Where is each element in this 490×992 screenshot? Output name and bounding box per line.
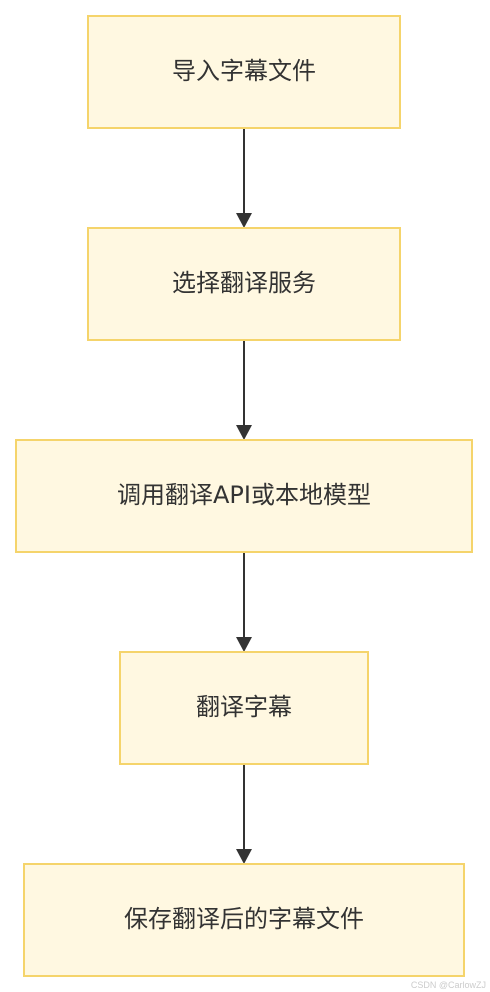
node-translate: 翻译字幕 (119, 651, 369, 765)
node-label: 翻译字幕 (196, 693, 292, 721)
edge-translate-to-save (236, 764, 252, 864)
arrowhead (236, 849, 252, 864)
arrowhead (236, 425, 252, 440)
edge-call-to-translate (236, 552, 252, 652)
edge-import-to-select (236, 128, 252, 228)
watermark-text: CSDN @CarlowZJ (410, 980, 486, 990)
node-call: 调用翻译API或本地模型 (15, 439, 473, 553)
node-select: 选择翻译服务 (87, 227, 401, 341)
node-import: 导入字幕文件 (87, 15, 401, 129)
node-label: 调用翻译API或本地模型 (117, 481, 371, 509)
node-save: 保存翻译后的字幕文件 (23, 863, 465, 977)
arrowhead (236, 637, 252, 652)
node-label: 导入字幕文件 (172, 57, 316, 85)
edge-select-to-call (236, 340, 252, 440)
node-label: 保存翻译后的字幕文件 (124, 905, 364, 933)
node-label: 选择翻译服务 (172, 269, 316, 297)
arrowhead (236, 213, 252, 228)
